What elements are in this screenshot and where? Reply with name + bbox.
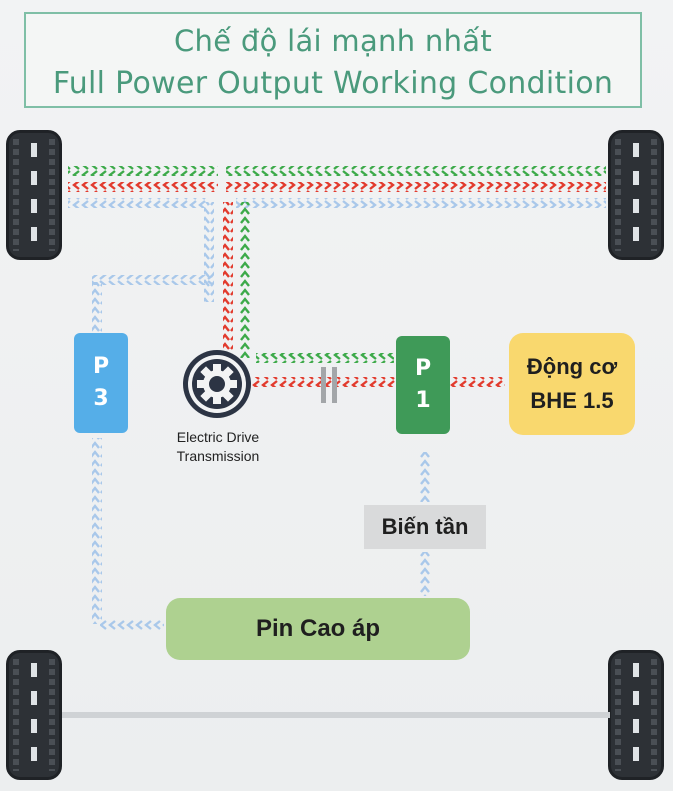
engine-label-line2: BHE 1.5 <box>530 388 614 413</box>
red-flow-vertical <box>223 202 233 382</box>
p3-label-line2: 3 <box>93 386 109 411</box>
red-flow-front-right <box>226 182 606 192</box>
title-box: Chế độ lái mạnh nhất Full Power Output W… <box>24 12 642 108</box>
blue-flow-inverter-to-p1 <box>420 452 430 502</box>
rear-left-wheel <box>6 650 62 780</box>
rear-axle <box>62 712 610 718</box>
engine-label-line1: Động cơ <box>526 354 618 379</box>
front-right-wheel <box>608 130 664 260</box>
clutch-plate-left <box>321 367 326 403</box>
electric-drive-label: Electric Drive Transmission <box>158 428 278 466</box>
blue-flow-front-right <box>236 198 606 208</box>
green-flow-front-left <box>68 166 218 176</box>
green-flow-front-right <box>226 166 606 176</box>
blue-flow-p3-down <box>92 438 102 624</box>
p1-label-line2: 1 <box>415 388 431 413</box>
red-flow-engine <box>250 377 505 387</box>
p3-label-line1: P <box>92 354 110 379</box>
blue-flow-p3-up <box>92 282 102 332</box>
green-flow-vertical <box>240 202 250 358</box>
title-vietnamese: Chế độ lái mạnh nhất <box>173 24 493 58</box>
p1-motor: P 1 <box>396 336 450 434</box>
p1-label-line1: P <box>414 356 432 381</box>
engine-box: Động cơ BHE 1.5 <box>509 333 635 435</box>
p3-motor: P 3 <box>74 333 128 433</box>
blue-flow-vertical-edt <box>204 202 214 302</box>
blue-flow-battery-left <box>100 620 164 630</box>
green-flow-p1 <box>256 353 394 363</box>
electric-drive-label-line1: Electric Drive <box>176 429 260 445</box>
title-english: Full Power Output Working Condition <box>52 66 614 101</box>
clutch-plate-right <box>332 367 337 403</box>
red-flow-front-left <box>68 182 218 192</box>
gear-icon <box>183 350 251 418</box>
blue-flow-battery-to-inverter <box>420 552 430 596</box>
blue-flow-front-left <box>68 198 208 208</box>
blue-flow-p3-top <box>92 275 212 285</box>
inverter-box: Biến tần <box>364 505 486 549</box>
battery-box: Pin Cao áp <box>166 598 470 660</box>
front-left-wheel <box>6 130 62 260</box>
electric-drive-label-line2: Transmission <box>176 448 260 464</box>
